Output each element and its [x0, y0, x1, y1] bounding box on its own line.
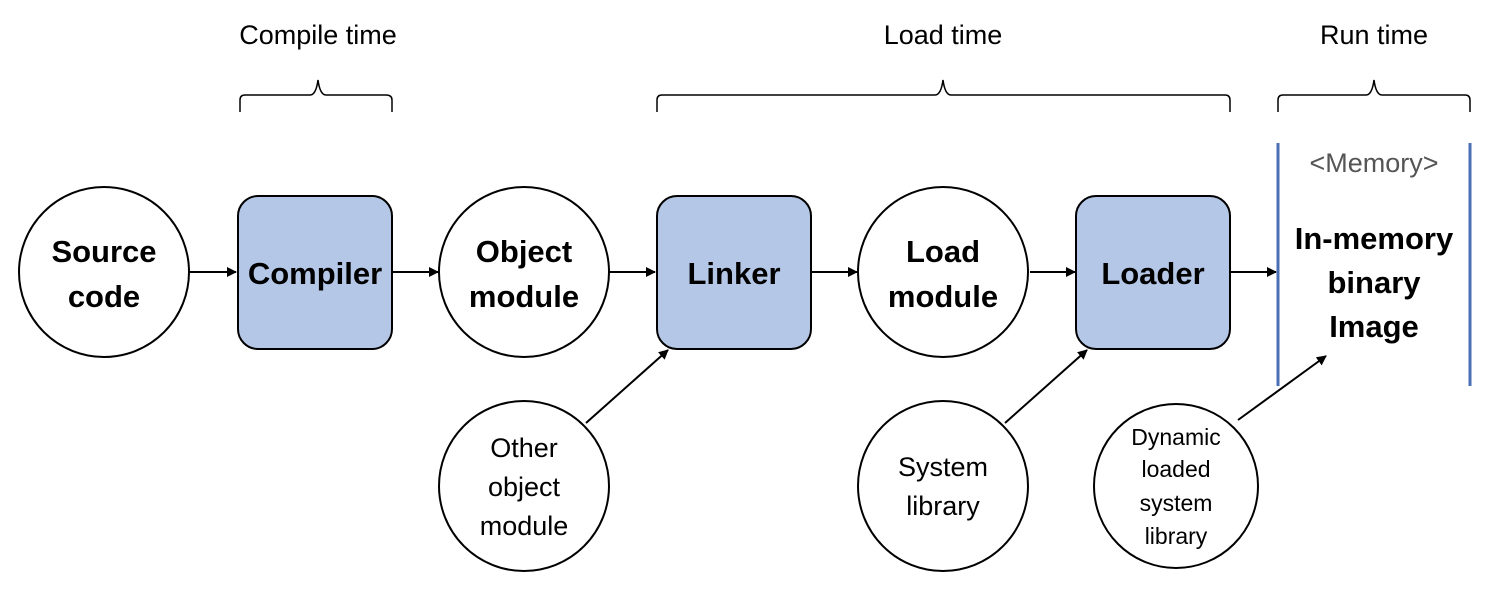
- dynamic-library-line-1: Dynamic: [1131, 424, 1220, 450]
- loader-node: Loader: [1075, 195, 1231, 350]
- dynamic-loaded-system-library-node: Dynamic loaded system library: [1093, 403, 1259, 569]
- phase-label-load-time: Load time: [884, 20, 1003, 50]
- system-library-line-1: System: [898, 452, 988, 482]
- load-module-line-2: module: [888, 279, 998, 314]
- memory-tag: <Memory>: [1309, 148, 1438, 178]
- linker-label: Linker: [687, 256, 780, 291]
- source-code-node: Source code: [18, 186, 190, 358]
- object-module-line-2: module: [469, 279, 579, 314]
- system-library-node: System library: [857, 400, 1029, 572]
- phase-label-compile-time: Compile time: [239, 20, 397, 50]
- loader-label: Loader: [1101, 256, 1204, 291]
- object-module-line-1: Object: [476, 234, 572, 269]
- dynamic-library-line-4: library: [1145, 523, 1208, 549]
- brace-compile-time: [239, 79, 393, 112]
- arrow-dynamic-library-to-memory: [1237, 355, 1327, 421]
- compiler-node: Compiler: [237, 195, 393, 350]
- system-library-line-2: library: [906, 491, 980, 521]
- other-object-module-line-3: module: [480, 511, 569, 541]
- phase-label-run-time: Run time: [1320, 20, 1428, 50]
- dynamic-library-line-2: loaded: [1141, 456, 1210, 482]
- source-code-line-2: code: [68, 279, 140, 314]
- object-module-node: Object module: [438, 186, 610, 358]
- memory-image-line-2: binary: [1327, 265, 1421, 300]
- other-object-module-line-1: Other: [490, 433, 558, 463]
- memory-region: <Memory> In-memory binary Image: [1276, 143, 1472, 386]
- other-object-module-node: Other object module: [438, 400, 610, 572]
- load-module-line-1: Load: [906, 234, 980, 269]
- brace-run-time: [1277, 79, 1471, 112]
- load-module-node: Load module: [857, 186, 1029, 358]
- linker-node: Linker: [656, 195, 812, 350]
- compiler-label: Compiler: [248, 256, 382, 291]
- dynamic-library-line-3: system: [1140, 490, 1213, 516]
- other-object-module-line-2: object: [488, 472, 561, 502]
- memory-image-line-1: In-memory: [1295, 221, 1454, 256]
- brace-load-time: [656, 79, 1231, 112]
- arrow-other-object-to-linker: [585, 349, 669, 424]
- source-code-line-1: Source: [51, 234, 156, 269]
- memory-image-line-3: Image: [1329, 309, 1419, 344]
- arrow-system-library-to-loader: [1004, 349, 1088, 424]
